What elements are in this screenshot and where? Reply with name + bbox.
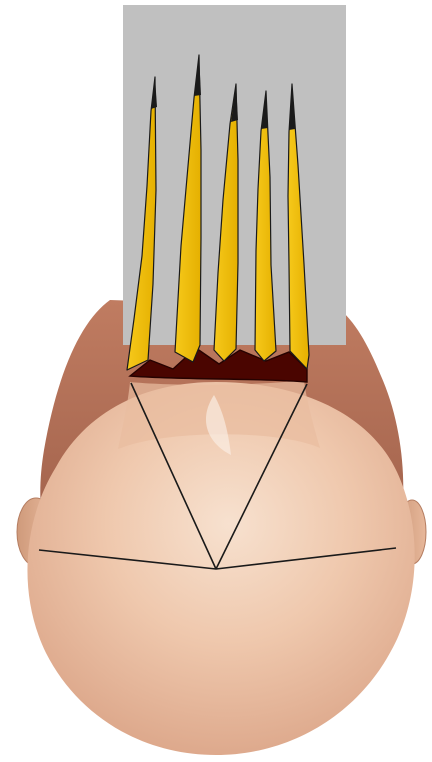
head-diagram: [0, 0, 432, 762]
diagram-stage: [0, 0, 432, 762]
